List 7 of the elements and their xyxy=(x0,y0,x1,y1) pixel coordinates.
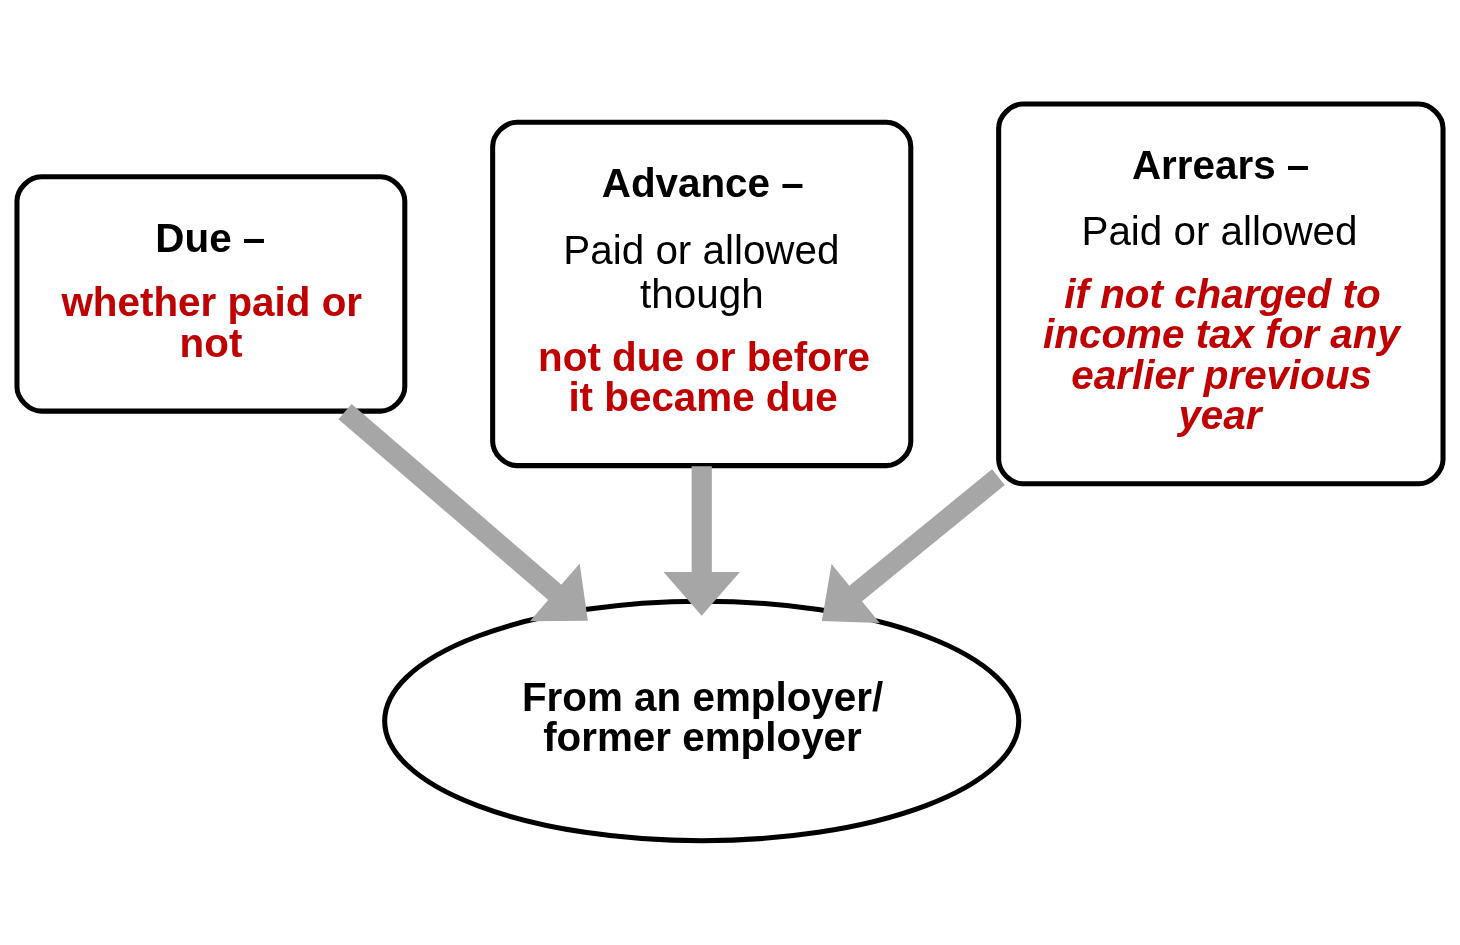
arrow xyxy=(338,403,588,622)
node-box: Due – whether paid or not xyxy=(14,174,408,414)
node-box: Advance – Paid or allowed though not due or before it became due xyxy=(490,119,914,469)
node-ellipse: From an employer/ former employer xyxy=(382,598,1022,844)
node-box: Arrears – Paid or allowed if not charged to income tax for any earlier previous year xyxy=(996,101,1446,487)
arrow xyxy=(663,466,740,616)
arrow xyxy=(821,469,1005,624)
